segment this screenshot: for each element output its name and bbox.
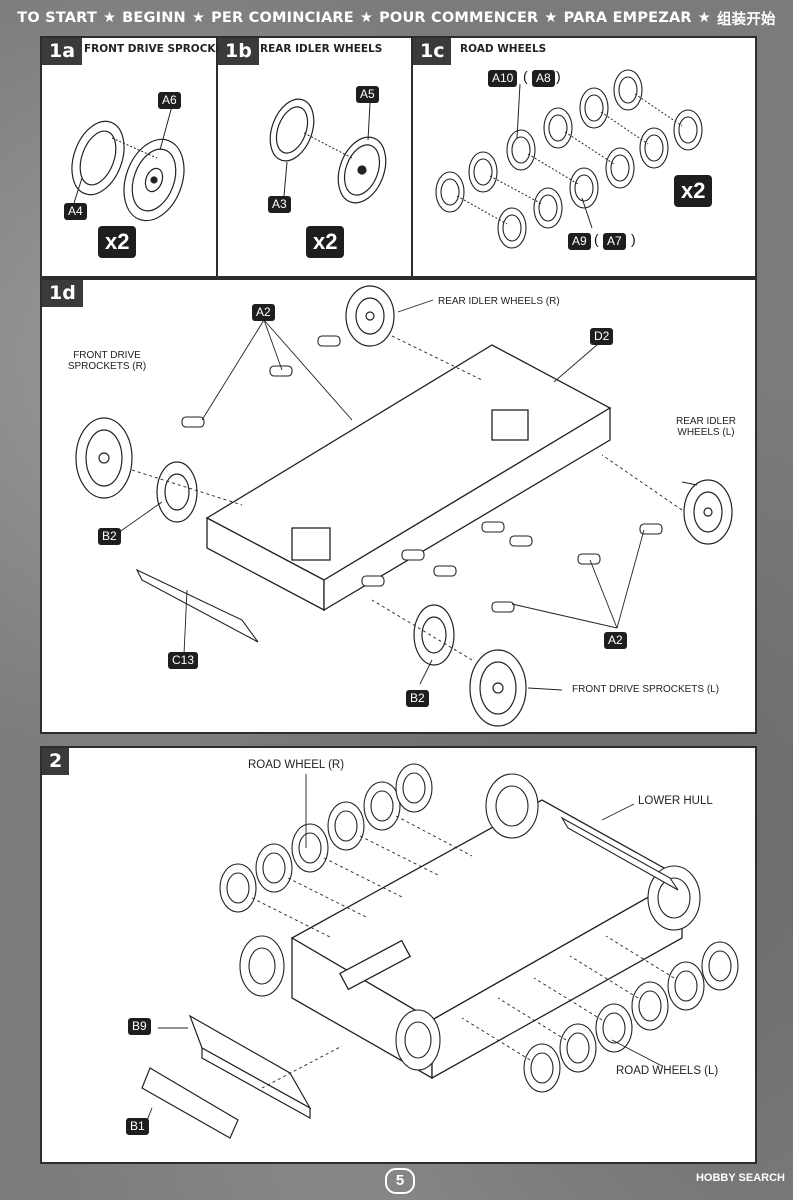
paren-close: ) <box>631 231 636 247</box>
star-icon: ★ <box>359 10 374 26</box>
divider <box>216 38 218 276</box>
part-tag-b2: B2 <box>98 528 121 545</box>
rear-idler-r-label: REAR IDLER WHEELS (R) <box>438 296 560 307</box>
part-tag-a5: A5 <box>356 86 379 103</box>
banner-item-4: POUR COMMENCER <box>379 10 539 26</box>
paren-open: ( <box>594 231 599 247</box>
part-tag-b1: B1 <box>126 1118 149 1135</box>
step-1a-number: 1a <box>42 38 83 65</box>
step-1a-title: FRONT DRIVE SPROCKETS <box>84 43 238 55</box>
hull-assembly-illustration <box>75 285 733 727</box>
step-1b-title: REAR IDLER WHEELS <box>260 43 383 55</box>
paren-open: ( <box>523 68 528 84</box>
road-wheels-l-label: ROAD WHEELS (L) <box>616 1065 719 1077</box>
part-tag-a3: A3 <box>268 196 291 213</box>
front-drive-r-label: FRONT DRIVE SPROCKETS (R) <box>67 350 147 372</box>
step1-panel: 1a FRONT DRIVE SPROCKETS A6 A4 x2 1b REA… <box>40 36 757 278</box>
road-wheel-r-label: ROAD WHEEL (R) <box>248 759 345 771</box>
rear-idler-l-label: REAR IDLER WHEELS (L) <box>675 416 736 438</box>
step2-panel: 2 <box>40 746 757 1164</box>
start-banner: TO START ★ BEGINN ★ PER COMINCIARE ★ POU… <box>0 0 793 36</box>
step-1c-number: 1c <box>413 38 452 65</box>
banner-item-2: BEGINN <box>122 10 186 26</box>
part-tag-a9: A9 <box>568 233 591 250</box>
rear-idler-wheel-illustration <box>269 98 387 204</box>
banner-item-3: PER COMINCIARE <box>211 10 354 26</box>
part-tag-b2: B2 <box>406 690 429 707</box>
banner-item-1: TO START <box>17 10 97 26</box>
lower-hull-label: LOWER HULL <box>638 795 713 807</box>
part-tag-a8: A8 <box>532 70 555 87</box>
step-1d-number: 1d <box>42 280 83 307</box>
star-icon: ★ <box>697 10 711 26</box>
star-icon: ★ <box>544 10 558 26</box>
divider <box>411 38 413 276</box>
part-tag-b9: B9 <box>128 1018 151 1035</box>
step1d-panel: 1d <box>40 278 757 734</box>
part-tag-a2: A2 <box>604 632 627 649</box>
part-tag-a6: A6 <box>158 92 181 109</box>
watermark: HOBBY SEARCH <box>695 1172 785 1184</box>
page-number: 5 <box>385 1168 415 1194</box>
banner-item-6: 组装开始 <box>716 11 776 28</box>
part-tag-a7: A7 <box>603 233 626 250</box>
step-2-number: 2 <box>42 748 70 775</box>
banner-item-5: PARA EMPEZAR <box>563 10 692 26</box>
star-icon: ★ <box>191 10 206 26</box>
step-1b-number: 1b <box>218 38 259 65</box>
part-tag-c13: C13 <box>168 652 199 669</box>
star-icon: ★ <box>102 10 117 26</box>
suspension-assembly-illustration <box>141 763 739 1139</box>
road-wheels-illustration <box>435 69 703 249</box>
quantity-badge: x2 <box>674 175 713 207</box>
front-drive-sprocket-illustration <box>71 105 185 222</box>
paren-close: ) <box>556 68 561 84</box>
front-drive-l-label: FRONT DRIVE SPROCKETS (L) <box>572 684 720 695</box>
part-tag-d2: D2 <box>590 328 614 345</box>
part-tag-a2: A2 <box>252 304 275 321</box>
part-tag-a10: A10 <box>488 70 518 87</box>
quantity-badge: x2 <box>306 226 345 258</box>
quantity-badge: x2 <box>98 226 137 258</box>
step-1c-title: ROAD WHEELS <box>460 43 547 55</box>
part-tag-a4: A4 <box>64 203 87 220</box>
